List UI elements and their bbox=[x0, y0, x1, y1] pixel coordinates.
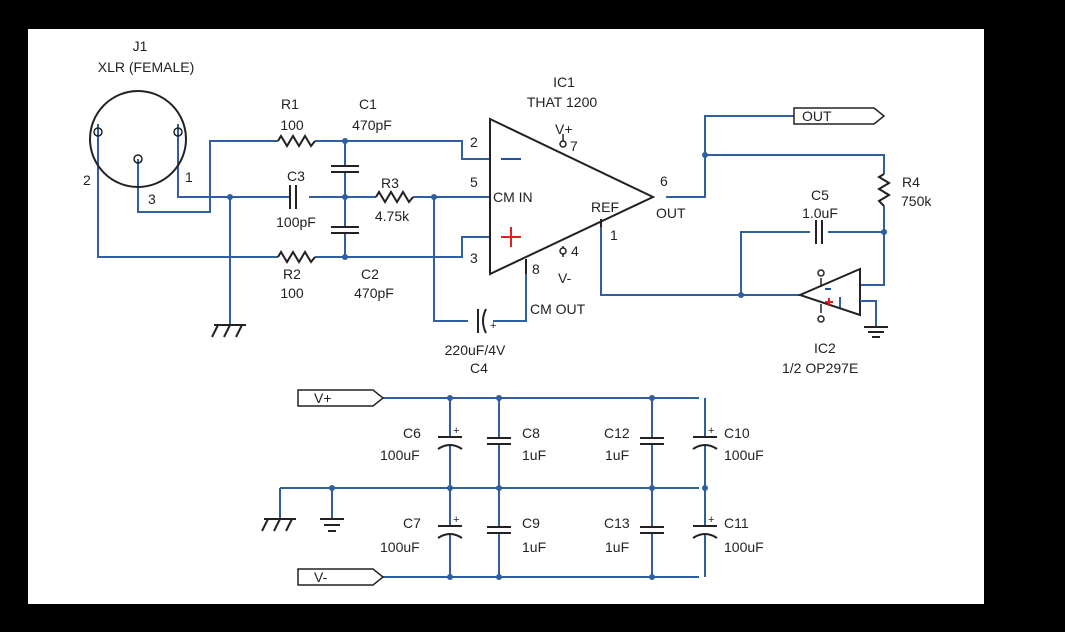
c4-plus: + bbox=[490, 320, 496, 332]
c9-capacitor: C9 1uF bbox=[487, 515, 546, 555]
ic1-vplus: V+ bbox=[555, 121, 573, 137]
c12-value: 1uF bbox=[605, 447, 629, 463]
ic1-pin6: 6 bbox=[660, 173, 668, 189]
r4-value: 750k bbox=[901, 193, 932, 209]
c10-value: 100uF bbox=[724, 447, 764, 463]
r1-value: 100 bbox=[280, 117, 304, 133]
ic1-cmout: CM OUT bbox=[530, 301, 586, 317]
ic1-part: THAT 1200 bbox=[527, 94, 598, 110]
ic1-that1200: IC1 THAT 1200 V+ 7 2 5 3 CM IN REF 1 4 V… bbox=[470, 74, 686, 317]
ground-icon bbox=[320, 518, 344, 532]
r3-value: 4.75k bbox=[375, 208, 410, 224]
c1-value: 470pF bbox=[352, 117, 392, 133]
ic1-pin5: 5 bbox=[470, 174, 478, 190]
c6-capacitor: + C6 100uF bbox=[380, 425, 463, 463]
out-port: OUT bbox=[793, 107, 886, 125]
wires bbox=[97, 115, 885, 578]
c6-plus: + bbox=[453, 425, 459, 437]
schematic-canvas: J1 XLR (FEMALE) 1 2 3 R1 100 R2 100 R3 4… bbox=[28, 29, 984, 604]
r4-resistor: R4 750k bbox=[877, 173, 932, 209]
c4-value: 220uF/4V bbox=[445, 342, 506, 358]
ic1-out-label: OUT bbox=[656, 205, 686, 221]
vplus-port-label: V+ bbox=[314, 390, 332, 406]
r1-ref: R1 bbox=[281, 96, 299, 112]
c3-capacitor: C3 100pF bbox=[276, 168, 316, 230]
c12-capacitor: C12 1uF bbox=[604, 425, 664, 463]
ic1-vminus: V- bbox=[558, 270, 572, 286]
ic1-pin8: 8 bbox=[532, 261, 540, 277]
r3-ref: R3 bbox=[381, 175, 399, 191]
c5-capacitor: C5 1.0uF bbox=[802, 187, 838, 244]
c13-value: 1uF bbox=[605, 539, 629, 555]
schematic-diagram: J1 XLR (FEMALE) 1 2 3 R1 100 R2 100 R3 4… bbox=[83, 38, 932, 586]
r3-resistor: R3 4.75k bbox=[375, 175, 414, 224]
j1-ref: J1 bbox=[133, 38, 148, 54]
c2-value: 470pF bbox=[354, 285, 394, 301]
ic2-plus-sign bbox=[825, 298, 833, 306]
j1-pin3: 3 bbox=[148, 191, 156, 207]
j1-pin2: 2 bbox=[83, 172, 91, 188]
junction-dots bbox=[227, 138, 887, 580]
c7-ref: C7 bbox=[403, 515, 421, 531]
c12-ref: C12 bbox=[604, 425, 630, 441]
ic1-ref: IC1 bbox=[553, 74, 575, 90]
ic1-pin4: 4 bbox=[571, 243, 579, 259]
c8-capacitor: C8 1uF bbox=[487, 425, 546, 463]
c4-ref: C4 bbox=[470, 360, 488, 376]
j1-pin1: 1 bbox=[185, 169, 193, 185]
c3-value: 100pF bbox=[276, 214, 316, 230]
c10-capacitor: + C10 100uF bbox=[692, 425, 764, 463]
ic1-pin1: 1 bbox=[610, 227, 618, 243]
c8-value: 1uF bbox=[522, 447, 546, 463]
c2-ref: C2 bbox=[361, 266, 379, 282]
ic1-pin7: 7 bbox=[570, 138, 578, 154]
ic1-ref-label: REF bbox=[591, 199, 619, 215]
ground-icon bbox=[864, 326, 888, 338]
c1-ref: C1 bbox=[359, 96, 377, 112]
ic1-pin2: 2 bbox=[470, 134, 478, 150]
ic2-op297e: IC2 1/2 OP297E bbox=[782, 267, 877, 376]
c11-ref: C11 bbox=[724, 515, 749, 531]
vminus-port: V- bbox=[297, 568, 385, 586]
c1-capacitor: C1 470pF bbox=[331, 96, 392, 173]
r1-resistor: R1 100 bbox=[277, 96, 316, 148]
c4-capacitor: + 220uF/4V C4 bbox=[445, 308, 506, 376]
ic1-cmin: CM IN bbox=[493, 189, 533, 205]
c13-capacitor: C13 1uF bbox=[604, 515, 664, 555]
c9-ref: C9 bbox=[522, 515, 540, 531]
c7-value: 100uF bbox=[380, 539, 420, 555]
c7-capacitor: + C7 100uF bbox=[380, 514, 463, 555]
c10-ref: C10 bbox=[724, 425, 750, 441]
r2-ref: R2 bbox=[283, 266, 301, 282]
j1-desc: XLR (FEMALE) bbox=[98, 59, 194, 75]
r4-ref: R4 bbox=[902, 174, 920, 190]
c10-plus: + bbox=[708, 425, 714, 437]
out-port-label: OUT bbox=[802, 108, 832, 124]
c11-capacitor: + C11 100uF bbox=[692, 514, 764, 555]
c11-plus: + bbox=[708, 514, 714, 526]
ic2-ref: IC2 bbox=[814, 340, 836, 356]
c6-ref: C6 bbox=[403, 425, 421, 441]
c5-ref: C5 bbox=[811, 187, 829, 203]
c13-ref: C13 bbox=[604, 515, 630, 531]
j1-xlr-connector: J1 XLR (FEMALE) 1 2 3 bbox=[83, 38, 194, 207]
r2-value: 100 bbox=[280, 285, 304, 301]
ic2-part: 1/2 OP297E bbox=[782, 360, 858, 376]
c11-value: 100uF bbox=[724, 539, 764, 555]
r2-resistor: R2 100 bbox=[277, 250, 316, 301]
c9-value: 1uF bbox=[522, 539, 546, 555]
c6-value: 100uF bbox=[380, 447, 420, 463]
c8-ref: C8 bbox=[522, 425, 540, 441]
vplus-port: V+ bbox=[297, 389, 385, 407]
chassis-ground-icon bbox=[261, 518, 296, 532]
ic1-pin3: 3 bbox=[470, 250, 478, 266]
chassis-ground-icon bbox=[211, 324, 246, 338]
c5-value: 1.0uF bbox=[802, 205, 838, 221]
vminus-port-label: V- bbox=[314, 569, 328, 585]
ic1-plus-sign bbox=[501, 227, 521, 247]
c2-capacitor: C2 470pF bbox=[331, 226, 394, 301]
c7-plus: + bbox=[453, 514, 459, 526]
c3-ref: C3 bbox=[287, 168, 305, 184]
